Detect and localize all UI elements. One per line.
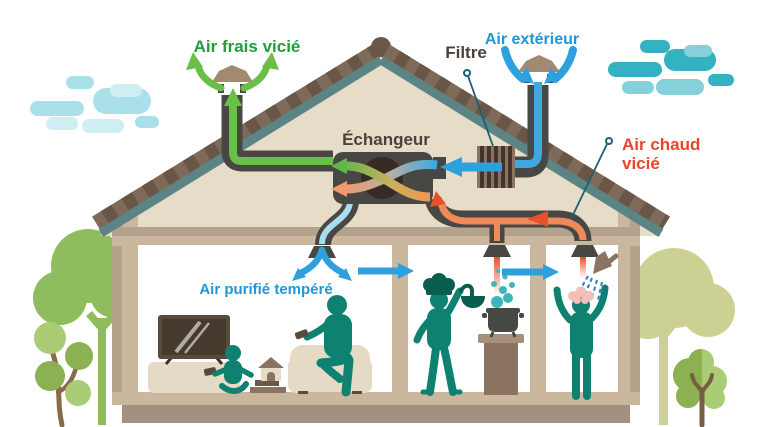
kitchen: [413, 269, 524, 396]
attic-gable: [100, 58, 662, 236]
label-air-purifie: Air purifié tempéré: [199, 281, 332, 298]
chef-hat-icon: [423, 273, 455, 295]
airflow-arrow-kitchen-to-bath-icon: [502, 264, 559, 280]
exhaust-chimney-icon: [212, 65, 333, 172]
cloud-right-icon: [608, 40, 734, 95]
ventilation-system: [186, 46, 599, 295]
room-airflow: [358, 263, 559, 280]
up-arrow-icon: [224, 88, 242, 106]
red-arrow-icon: [430, 191, 446, 207]
extraction-duct: [424, 191, 599, 295]
intake-arrows-icon: [501, 46, 577, 84]
bathroom: [553, 251, 619, 400]
ladle-icon: [459, 283, 485, 308]
tv-icon: [158, 315, 230, 365]
pointer-filtre: [463, 69, 494, 147]
cook: [413, 273, 485, 396]
ceiling-vent-icon: [571, 245, 599, 257]
child-playing: [203, 345, 254, 394]
person-showering: [553, 284, 609, 400]
cloud-left-icon: [30, 76, 159, 133]
salmon-arrow-icon: [331, 181, 347, 197]
tree-small-right-icon: [673, 349, 727, 427]
tree-small-left-icon: [34, 322, 93, 427]
interior-wall: [392, 245, 408, 392]
label-air-chaud-2: vicié: [622, 154, 660, 173]
interior-wall: [530, 245, 546, 392]
red-arrow-icon: [527, 211, 548, 227]
kitchen-counter: [478, 334, 524, 395]
filtered-air-arrow-icon: [440, 157, 502, 177]
floor: [112, 392, 640, 405]
exhaust-split-arrows-icon: [186, 52, 279, 92]
adult-on-armchair: [294, 295, 354, 397]
foundation: [122, 405, 630, 423]
supply-v-arrows-icon: [292, 246, 352, 281]
soap-foam-icon: [568, 286, 594, 304]
ceiling-vent-icon: [483, 245, 511, 257]
steam-icon: [491, 269, 515, 308]
annotations: Air frais vicié Filtre Air extérieur Éch…: [194, 31, 701, 298]
label-echangeur: Échangeur: [342, 130, 430, 149]
heat-exchanger-icon: [331, 152, 446, 204]
airflow-arrow-living-to-kitchen-icon: [358, 263, 414, 279]
label-air-chaud: Air chaud: [622, 135, 700, 154]
ceiling-beam: [112, 227, 640, 236]
green-arrow-icon: [331, 158, 347, 174]
label-filtre: Filtre: [445, 43, 487, 62]
shower-head-icon: [593, 251, 619, 274]
cooking-pot-icon: [482, 308, 524, 338]
pointer-air-chaud: [570, 137, 613, 220]
remote-icon: [294, 329, 309, 340]
toy-blocks-icon: [250, 357, 286, 393]
label-air-exterieur: Air extérieur: [485, 31, 579, 48]
tv-cabinet: [148, 362, 240, 393]
label-air-frais-vicie: Air frais vicié: [194, 37, 301, 56]
living-room: [148, 295, 372, 397]
